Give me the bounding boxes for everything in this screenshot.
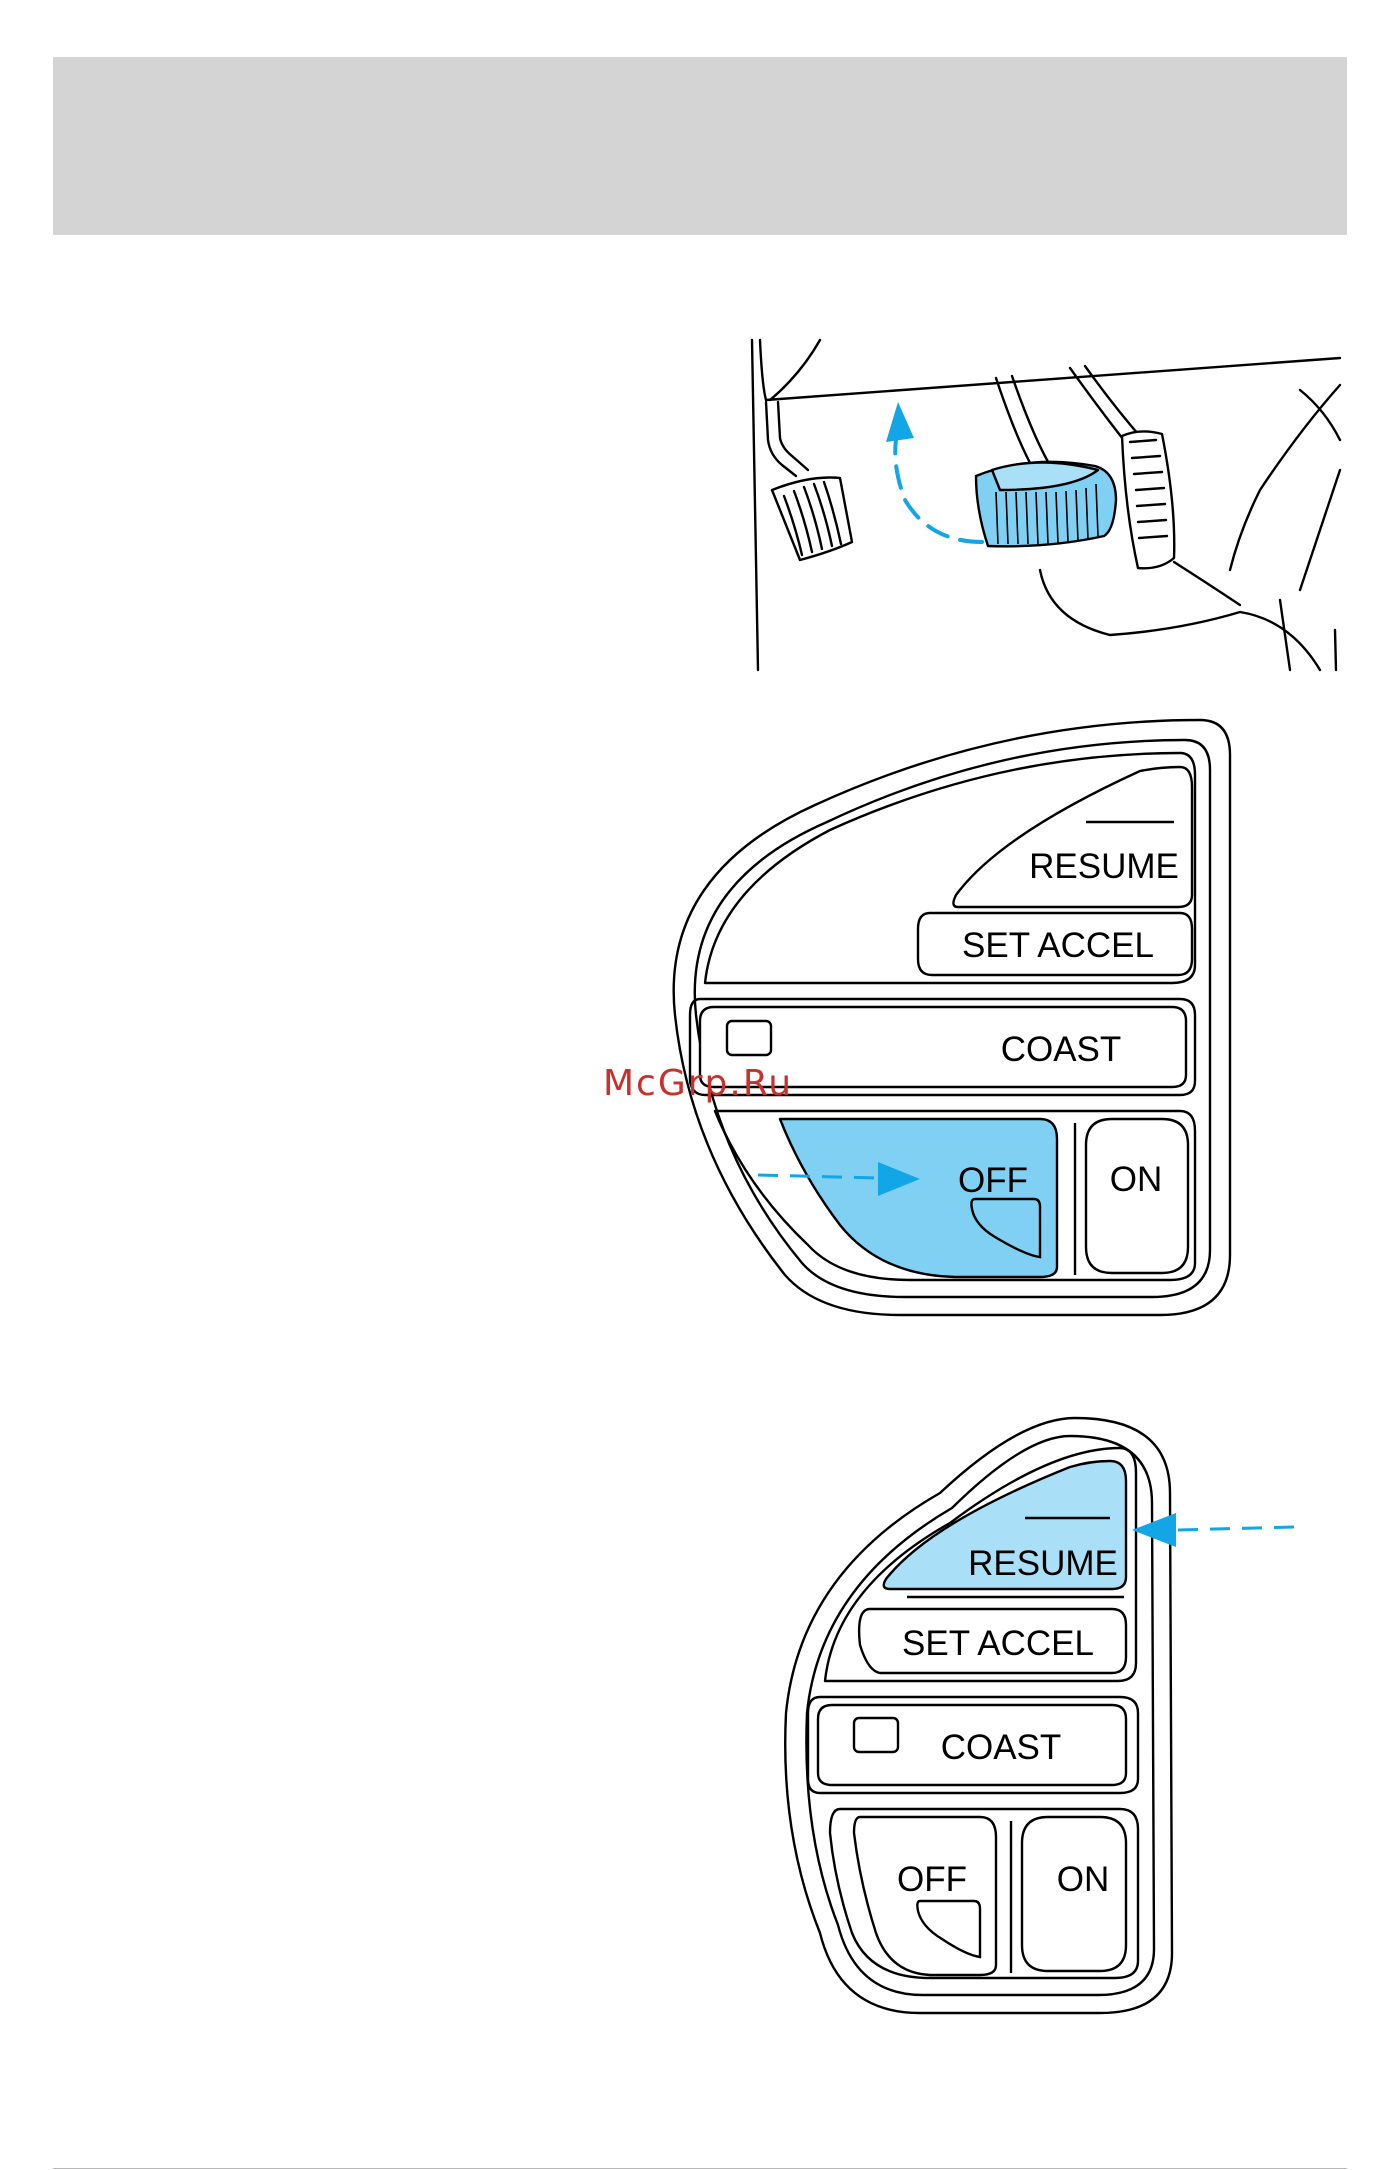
cruise-control-panel-resume: RESUME SET ACCEL COAST OFF ON bbox=[780, 1413, 1340, 2023]
coast-label: COAST bbox=[941, 1728, 1062, 1767]
set-accel-button[interactable]: SET ACCEL bbox=[859, 1609, 1126, 1673]
on-button[interactable]: ON bbox=[1086, 1119, 1188, 1273]
on-button[interactable]: ON bbox=[1022, 1817, 1126, 1971]
cruise-control-panel-off: RESUME SET ACCEL COAST OFF ON bbox=[540, 715, 1240, 1325]
set-accel-label: SET ACCEL bbox=[902, 1624, 1094, 1663]
header-band bbox=[53, 57, 1347, 235]
coast-indicator-icon bbox=[727, 1021, 771, 1055]
bottom-rule bbox=[53, 2168, 1347, 2169]
off-label: OFF bbox=[958, 1161, 1028, 1200]
coast-label: COAST bbox=[1001, 1030, 1122, 1069]
resume-label: RESUME bbox=[1029, 847, 1179, 886]
on-label: ON bbox=[1110, 1160, 1163, 1199]
watermark: McGrp.Ru bbox=[603, 1063, 793, 1104]
pedal-illustration bbox=[700, 330, 1350, 680]
coast-button[interactable]: COAST bbox=[818, 1705, 1126, 1785]
on-label: ON bbox=[1057, 1860, 1110, 1899]
resume-label: RESUME bbox=[968, 1544, 1118, 1583]
coast-indicator-icon bbox=[854, 1718, 898, 1752]
off-label: OFF bbox=[897, 1860, 967, 1899]
set-accel-label: SET ACCEL bbox=[962, 926, 1154, 965]
set-accel-button[interactable]: SET ACCEL bbox=[918, 913, 1192, 975]
